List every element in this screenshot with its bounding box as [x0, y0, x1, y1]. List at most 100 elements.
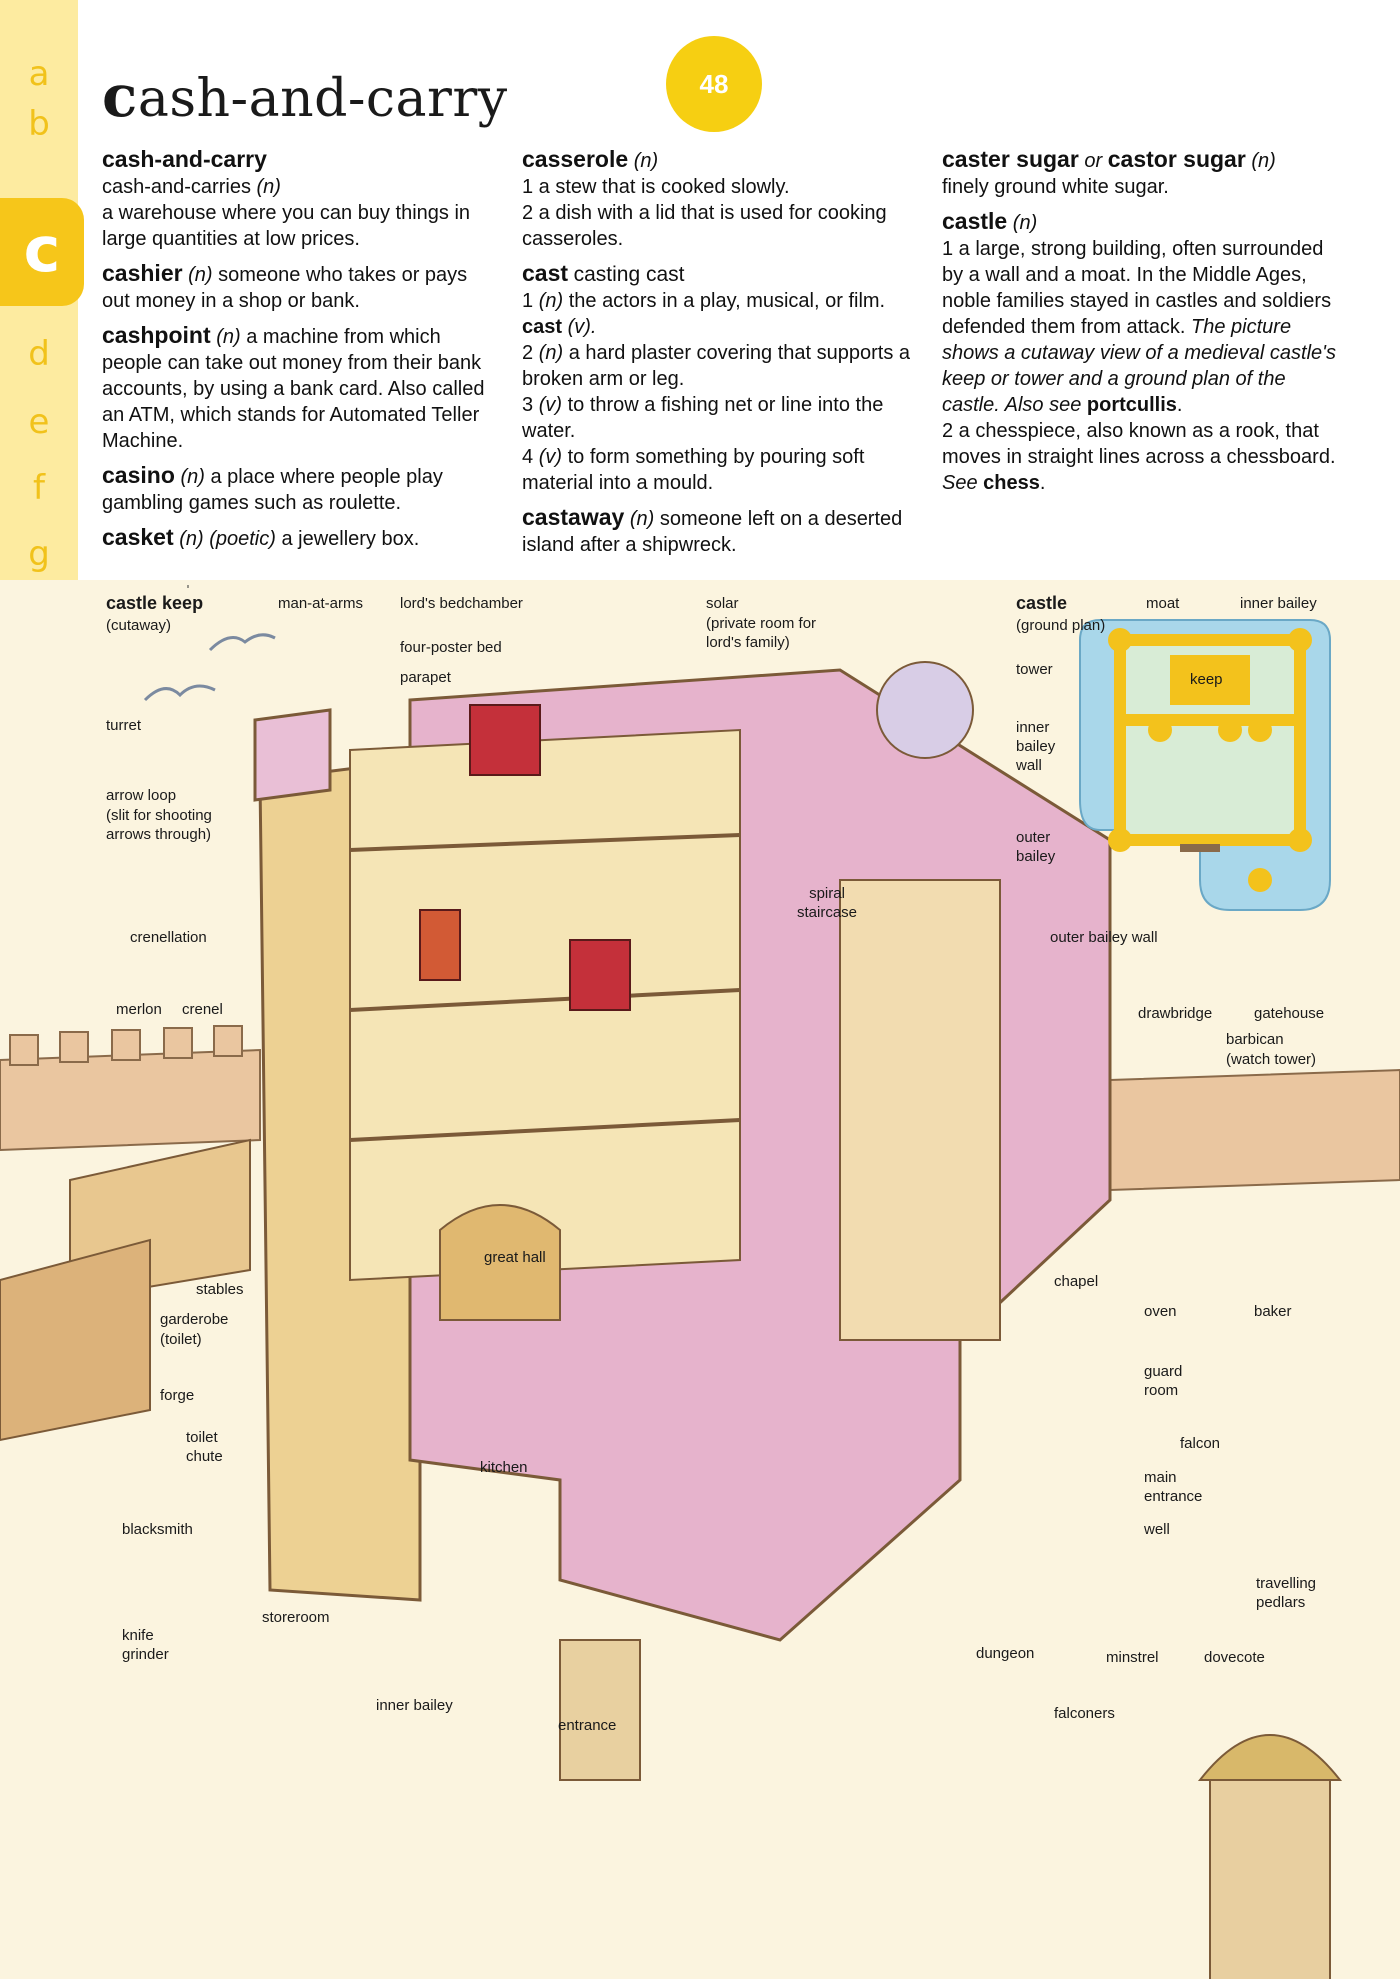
alpha-letter-f[interactable]: f — [33, 468, 45, 508]
plural-form: cash-and-carries — [102, 176, 251, 198]
dovecote-roof — [1197, 1734, 1343, 1781]
headword: cashpoint — [102, 322, 211, 348]
inflected-forms: casting cast — [573, 263, 685, 286]
part-of-speech: (n) — [1012, 212, 1038, 234]
page-heading: cash-and-carry — [102, 62, 508, 130]
label-outer-bailey: outer bailey — [1016, 829, 1056, 865]
keep-plan-block — [1170, 655, 1250, 705]
bird-left — [143, 684, 216, 702]
label-crenellation: crenellation — [130, 929, 207, 946]
wall-banner — [419, 909, 461, 981]
label-barbican: barbican — [1226, 1031, 1284, 1048]
label-chapel: chapel — [1054, 1273, 1099, 1290]
outer-wall-left-merlons — [9, 1025, 243, 1066]
xref-portcullis[interactable]: portcullis — [1086, 394, 1177, 416]
headword: caster sugar — [942, 146, 1079, 172]
label-parapet: parapet — [400, 669, 451, 686]
label-solar-note: (private room for lord's family) — [706, 615, 817, 651]
label-castle-plan-sub: (ground plan) — [1016, 617, 1106, 634]
alpha-letter-e[interactable]: e — [28, 402, 50, 442]
label-leader-lines — [187, 585, 189, 588]
label-dovecote: dovecote — [1204, 1649, 1265, 1666]
label-minstrel: minstrel — [1106, 1649, 1159, 1666]
label-keep-plan: keep — [1190, 671, 1223, 688]
label-entrance: entrance — [558, 1717, 617, 1734]
headword: cash-and-carry — [102, 146, 267, 172]
sense-3-text: to throw a fishing net or line into the … — [522, 394, 884, 442]
alpha-letter-a[interactable]: a — [28, 54, 50, 94]
label-castle-keep: castle keep — [106, 593, 204, 613]
heading-initial: c — [102, 62, 138, 130]
floor-great-hall — [349, 988, 741, 1012]
picture-note: The picture shows a cutaway view of a me… — [942, 316, 1336, 416]
spiral-staircase-drawing — [876, 661, 974, 759]
definition: a warehouse where you can buy things in … — [102, 202, 471, 250]
headword: cashier — [102, 260, 183, 286]
label-well: well — [1144, 1521, 1170, 1538]
label-barbican-note: (watch tower) — [1226, 1051, 1317, 1068]
label-inner-bailey-plan: inner bailey — [1240, 595, 1317, 612]
sense-1-xref[interactable]: cast — [522, 316, 563, 338]
label-guard-room: guard room — [1144, 1363, 1183, 1399]
label-forge: forge — [160, 1387, 195, 1404]
headword: castaway — [522, 504, 625, 530]
entry-caster-sugar: caster sugar or castor sugar (n) finely … — [942, 146, 1342, 200]
definition: a jewellery box. — [281, 528, 420, 550]
entry-casino: casino (n) a place where people play gam… — [102, 462, 492, 516]
label-merlon: merlon — [116, 1001, 162, 1018]
label-lords-bedchamber: lord's bedchamber — [400, 595, 523, 612]
part-of-speech: (n) — [216, 326, 241, 348]
alpha-letter-b[interactable]: b — [28, 104, 50, 144]
dovecote-tower — [1209, 1779, 1331, 1979]
label-turret: turret — [106, 717, 142, 734]
sense-4-number: 4 — [522, 446, 534, 468]
see-label: See — [942, 472, 978, 494]
label-castle-plan: castle — [1016, 593, 1068, 613]
part-of-speech: (n) — [256, 176, 281, 198]
entry-cashier: cashier (n) someone who takes or pays ou… — [102, 260, 492, 314]
headword: casino — [102, 462, 175, 488]
label-falcon: falcon — [1180, 1435, 1221, 1452]
sense-1-pos: (n) — [538, 290, 564, 312]
sense-1-number: 1 — [522, 290, 534, 312]
headword: casserole — [522, 146, 629, 172]
label-garderobe-note: (toilet) — [160, 1331, 202, 1348]
label-spiral-staircase: spiral staircase — [796, 885, 858, 921]
alpha-letter-current[interactable]: c — [0, 198, 84, 306]
alt-headword: castor sugar — [1107, 146, 1246, 172]
forge-building — [0, 1238, 151, 1442]
sense-2: 2 a dish with a lid that is used for coo… — [522, 202, 887, 250]
entrance-stairs — [559, 1639, 641, 1781]
xref-chess[interactable]: chess — [983, 472, 1040, 494]
entry-casserole: casserole (n) 1 a stew that is cooked sl… — [522, 146, 912, 252]
part-of-speech: (n) — [633, 150, 659, 172]
definition: a machine from which people can take out… — [102, 326, 485, 452]
sense-2: 2 a chesspiece, also known as a rook, th… — [942, 420, 1336, 468]
label-dungeon: dungeon — [976, 1645, 1035, 1662]
entry-cash-and-carry: cash-and-carry cash-and-carries (n) a wa… — [102, 146, 492, 252]
alpha-letter-g[interactable]: g — [28, 534, 50, 574]
plan-towers — [1108, 628, 1312, 892]
definition: a place where people play gambling games… — [102, 466, 443, 514]
sense-2-text: a hard plaster covering that supports a … — [522, 342, 911, 390]
label-gatehouse: gatehouse — [1254, 1005, 1325, 1022]
label-travelling-pedlars: travelling pedlars — [1256, 1575, 1317, 1611]
definition: someone left on a deserted island after … — [522, 508, 903, 556]
castle-drawing — [0, 580, 1400, 1979]
definition: finely ground white sugar. — [942, 176, 1169, 198]
label-arrow-loop: arrow loop — [106, 787, 177, 804]
sense-4-text: to form something by pouring soft materi… — [522, 446, 865, 494]
label-drawbridge: drawbridge — [1138, 1005, 1213, 1022]
label-knife-grinder: knife grinder — [122, 1627, 169, 1663]
alpha-letter-d[interactable]: d — [28, 334, 50, 374]
label-solar: solar — [706, 595, 739, 612]
headword: cast — [522, 260, 569, 286]
label-tower: tower — [1016, 661, 1053, 678]
castle-illustration: castle keep (cutaway) man-at-arms lord's… — [0, 580, 1400, 1979]
sense-1-xref-pos: (v). — [567, 316, 597, 338]
stair-tower-interior — [839, 879, 1001, 1341]
entries-column-3: caster sugar or castor sugar (n) finely … — [942, 146, 1342, 504]
label-arrow-loop-note: (slit for shooting arrows through) — [106, 807, 212, 843]
floor-bedchamber — [349, 833, 741, 852]
label-baker: baker — [1254, 1303, 1292, 1320]
